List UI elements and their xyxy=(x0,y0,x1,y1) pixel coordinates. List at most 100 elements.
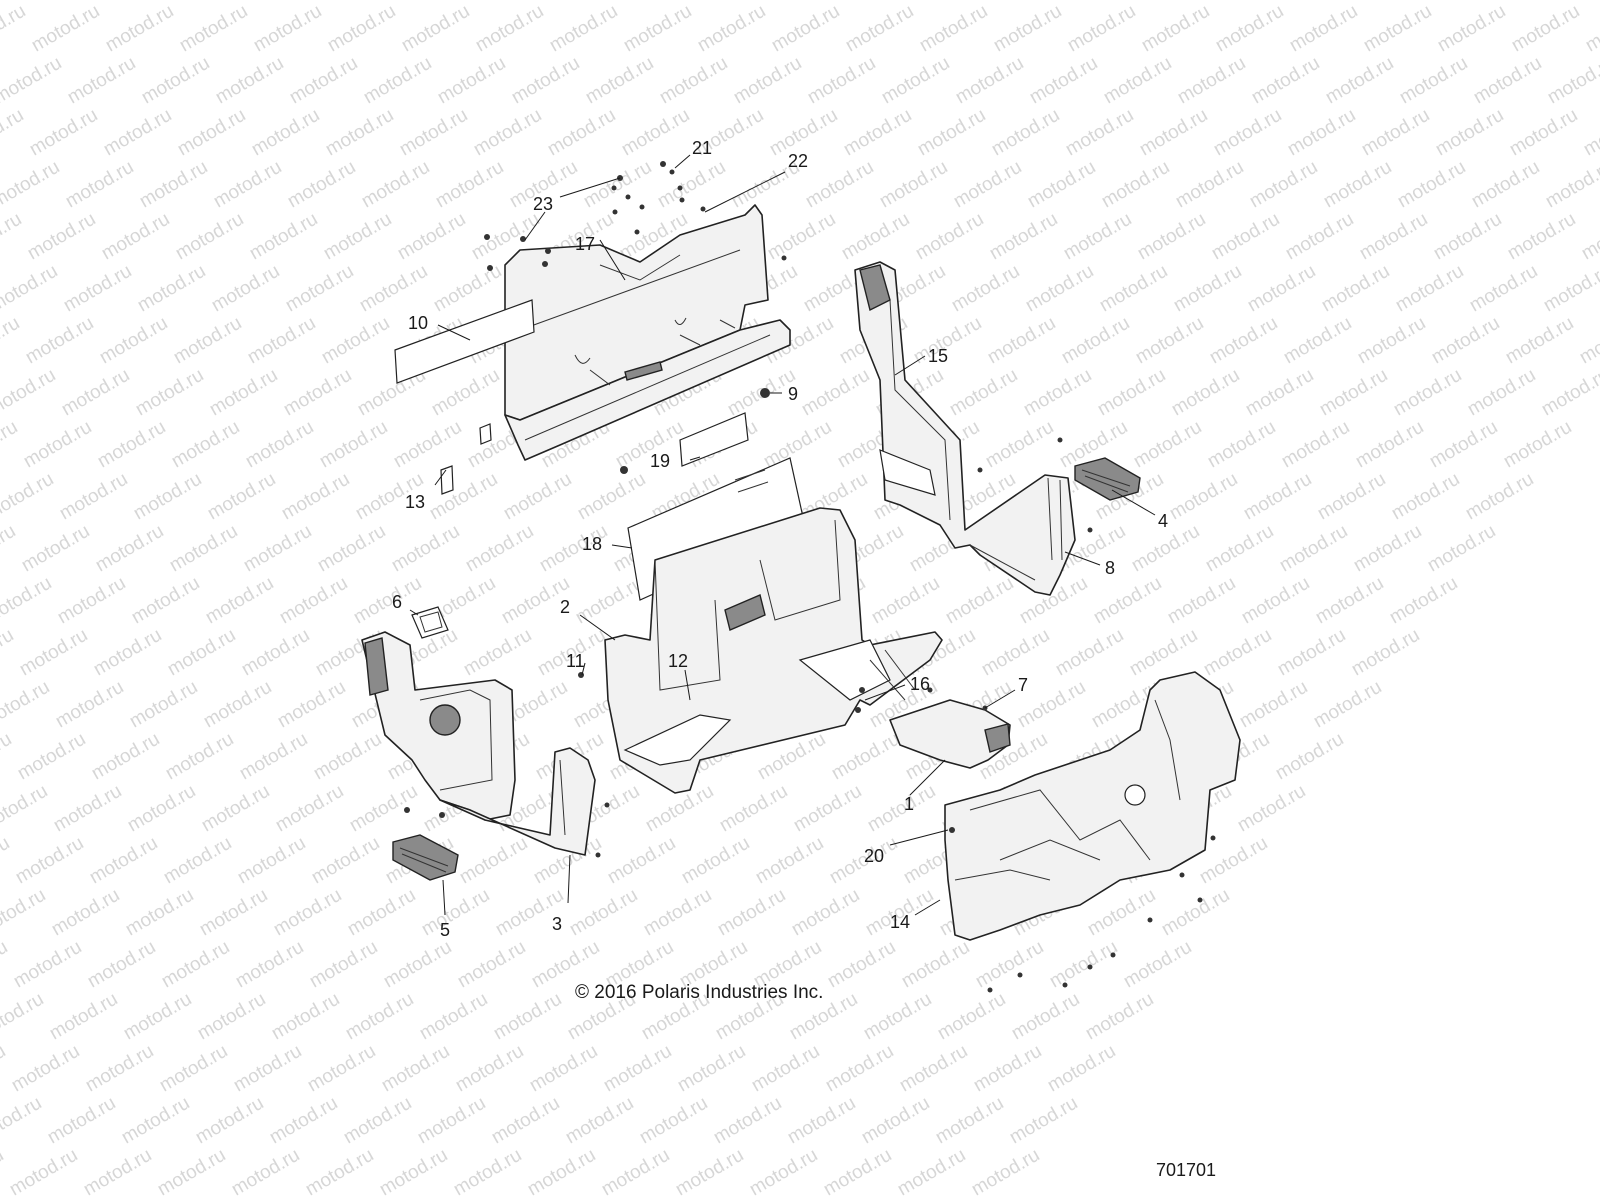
watermark-text: motod.ru xyxy=(1210,105,1285,161)
watermark-text: motod.ru xyxy=(272,781,347,837)
callout-7: 7 xyxy=(1018,675,1028,695)
watermark-text: motod.ru xyxy=(1390,365,1465,421)
watermark-text: motod.ru xyxy=(240,521,315,577)
watermark-text: motod.ru xyxy=(598,1145,673,1200)
watermark-text: motod.ru xyxy=(1318,261,1393,317)
watermark-text: motod.ru xyxy=(1396,53,1471,109)
callout-11: 11 xyxy=(566,651,585,671)
watermark-text: motod.ru xyxy=(390,417,465,473)
watermark-text: motod.ru xyxy=(1354,313,1429,369)
watermark-text: motod.ru xyxy=(0,105,27,161)
watermark-text: motod.ru xyxy=(946,365,1021,421)
watermark-text: motod.ru xyxy=(1538,365,1600,421)
watermark-text: motod.ru xyxy=(358,157,433,213)
watermark-text: motod.ru xyxy=(1544,53,1600,109)
watermark-text: motod.ru xyxy=(22,313,97,369)
watermark-text: motod.ru xyxy=(1470,53,1545,109)
watermark-text: motod.ru xyxy=(86,833,161,889)
watermark-text: motod.ru xyxy=(1208,209,1283,265)
watermark-text: motod.ru xyxy=(1430,209,1505,265)
watermark-text: motod.ru xyxy=(1432,105,1507,161)
watermark-text: motod.ru xyxy=(324,1,399,57)
callout-6: 6 xyxy=(392,592,402,612)
watermark-text: motod.ru xyxy=(1388,469,1463,525)
watermark-text: motod.ru xyxy=(500,469,575,525)
callout-13: 13 xyxy=(405,492,425,512)
callout-23: 23 xyxy=(533,194,553,214)
watermark-text: motod.ru xyxy=(340,1093,415,1149)
watermark-text: motod.ru xyxy=(140,0,215,4)
watermark-text: motod.ru xyxy=(100,105,175,161)
watermark-text: motod.ru xyxy=(1360,1,1435,57)
callout-19: 19 xyxy=(650,451,670,471)
watermark-text: motod.ru xyxy=(202,573,277,629)
watermark-text: motod.ru xyxy=(418,885,493,941)
watermark-text: motod.ru xyxy=(1242,365,1317,421)
watermark-text: motod.ru xyxy=(1102,0,1177,4)
watermark-text: motod.ru xyxy=(154,1145,229,1200)
watermark-text: motod.ru xyxy=(1120,937,1195,993)
watermark-text: motod.ru xyxy=(932,1093,1007,1149)
watermark-text: motod.ru xyxy=(0,0,67,4)
watermark-text: motod.ru xyxy=(1276,521,1351,577)
part-7-panel xyxy=(889,699,1011,769)
watermark-text: motod.ru xyxy=(60,261,135,317)
watermark-text: motod.ru xyxy=(636,1093,711,1149)
callout-labels: 1 2 3 4 5 6 7 8 9 10 11 12 13 14 15 16 1… xyxy=(392,138,1168,940)
watermark-text: motod.ru xyxy=(50,781,125,837)
watermark-text: motod.ru xyxy=(266,1093,341,1149)
watermark-text: motod.ru xyxy=(952,53,1027,109)
watermark-text: motod.ru xyxy=(1064,1,1139,57)
watermark-text: motod.ru xyxy=(430,261,505,317)
watermark-text: motod.ru xyxy=(64,53,139,109)
watermark-text: motod.ru xyxy=(1090,573,1165,629)
watermark-text: motod.ru xyxy=(1138,1,1213,57)
callout-20: 20 xyxy=(864,846,884,866)
watermark-text: motod.ru xyxy=(46,989,121,1045)
watermark-text: motod.ru xyxy=(136,157,211,213)
watermark-text: motod.ru xyxy=(1500,417,1575,473)
watermark-text: motod.ru xyxy=(574,469,649,525)
watermark-text: motod.ru xyxy=(1348,625,1423,681)
watermark-text: motod.ru xyxy=(984,313,1059,369)
watermark-text: motod.ru xyxy=(1282,209,1357,265)
watermark-text: motod.ru xyxy=(452,1041,527,1097)
part-5-left-step xyxy=(392,834,459,881)
watermark-text: motod.ru xyxy=(1044,1041,1119,1097)
watermark-text: motod.ru xyxy=(746,1145,821,1200)
watermark-text: motod.ru xyxy=(798,365,873,421)
watermark-text: motod.ru xyxy=(1174,53,1249,109)
watermark-text: motod.ru xyxy=(1168,365,1243,421)
watermark-text: motod.ru xyxy=(54,573,129,629)
watermark-text: motod.ru xyxy=(174,105,249,161)
watermark-text: motod.ru xyxy=(286,53,361,109)
watermark-text: motod.ru xyxy=(378,1041,453,1097)
watermark-text: motod.ru xyxy=(1320,157,1395,213)
watermark-text: motod.ru xyxy=(396,105,471,161)
watermark-text: motod.ru xyxy=(128,573,203,629)
watermark-text: motod.ru xyxy=(388,521,463,577)
watermark-text: motod.ru xyxy=(1202,521,1277,577)
watermark-text: motod.ru xyxy=(56,469,131,525)
watermark-text: motod.ru xyxy=(172,209,247,265)
watermark-text: motod.ru xyxy=(376,1145,451,1200)
watermark-text: motod.ru xyxy=(0,313,23,369)
watermark-text: motod.ru xyxy=(1504,209,1579,265)
watermark-text: motod.ru xyxy=(230,1041,305,1097)
watermark-text: motod.ru xyxy=(982,417,1057,473)
watermark-text: motod.ru xyxy=(1196,833,1271,889)
watermark-text: motod.ru xyxy=(1008,989,1083,1045)
watermark-text: motod.ru xyxy=(896,1041,971,1097)
watermark-text: motod.ru xyxy=(790,781,865,837)
watermark-text: motod.ru xyxy=(92,521,167,577)
watermark-text: motod.ru xyxy=(168,417,243,473)
watermark-text: motod.ru xyxy=(1542,157,1600,213)
watermark-text: motod.ru xyxy=(200,677,275,733)
fasteners xyxy=(404,161,1216,993)
watermark-text: motod.ru xyxy=(488,1093,563,1149)
callout-14: 14 xyxy=(890,912,910,932)
watermark-text: motod.ru xyxy=(840,105,915,161)
watermark-text: motod.ru xyxy=(968,1145,1043,1200)
watermark-text: motod.ru xyxy=(80,1145,155,1200)
watermark-text: motod.ru xyxy=(802,157,877,213)
